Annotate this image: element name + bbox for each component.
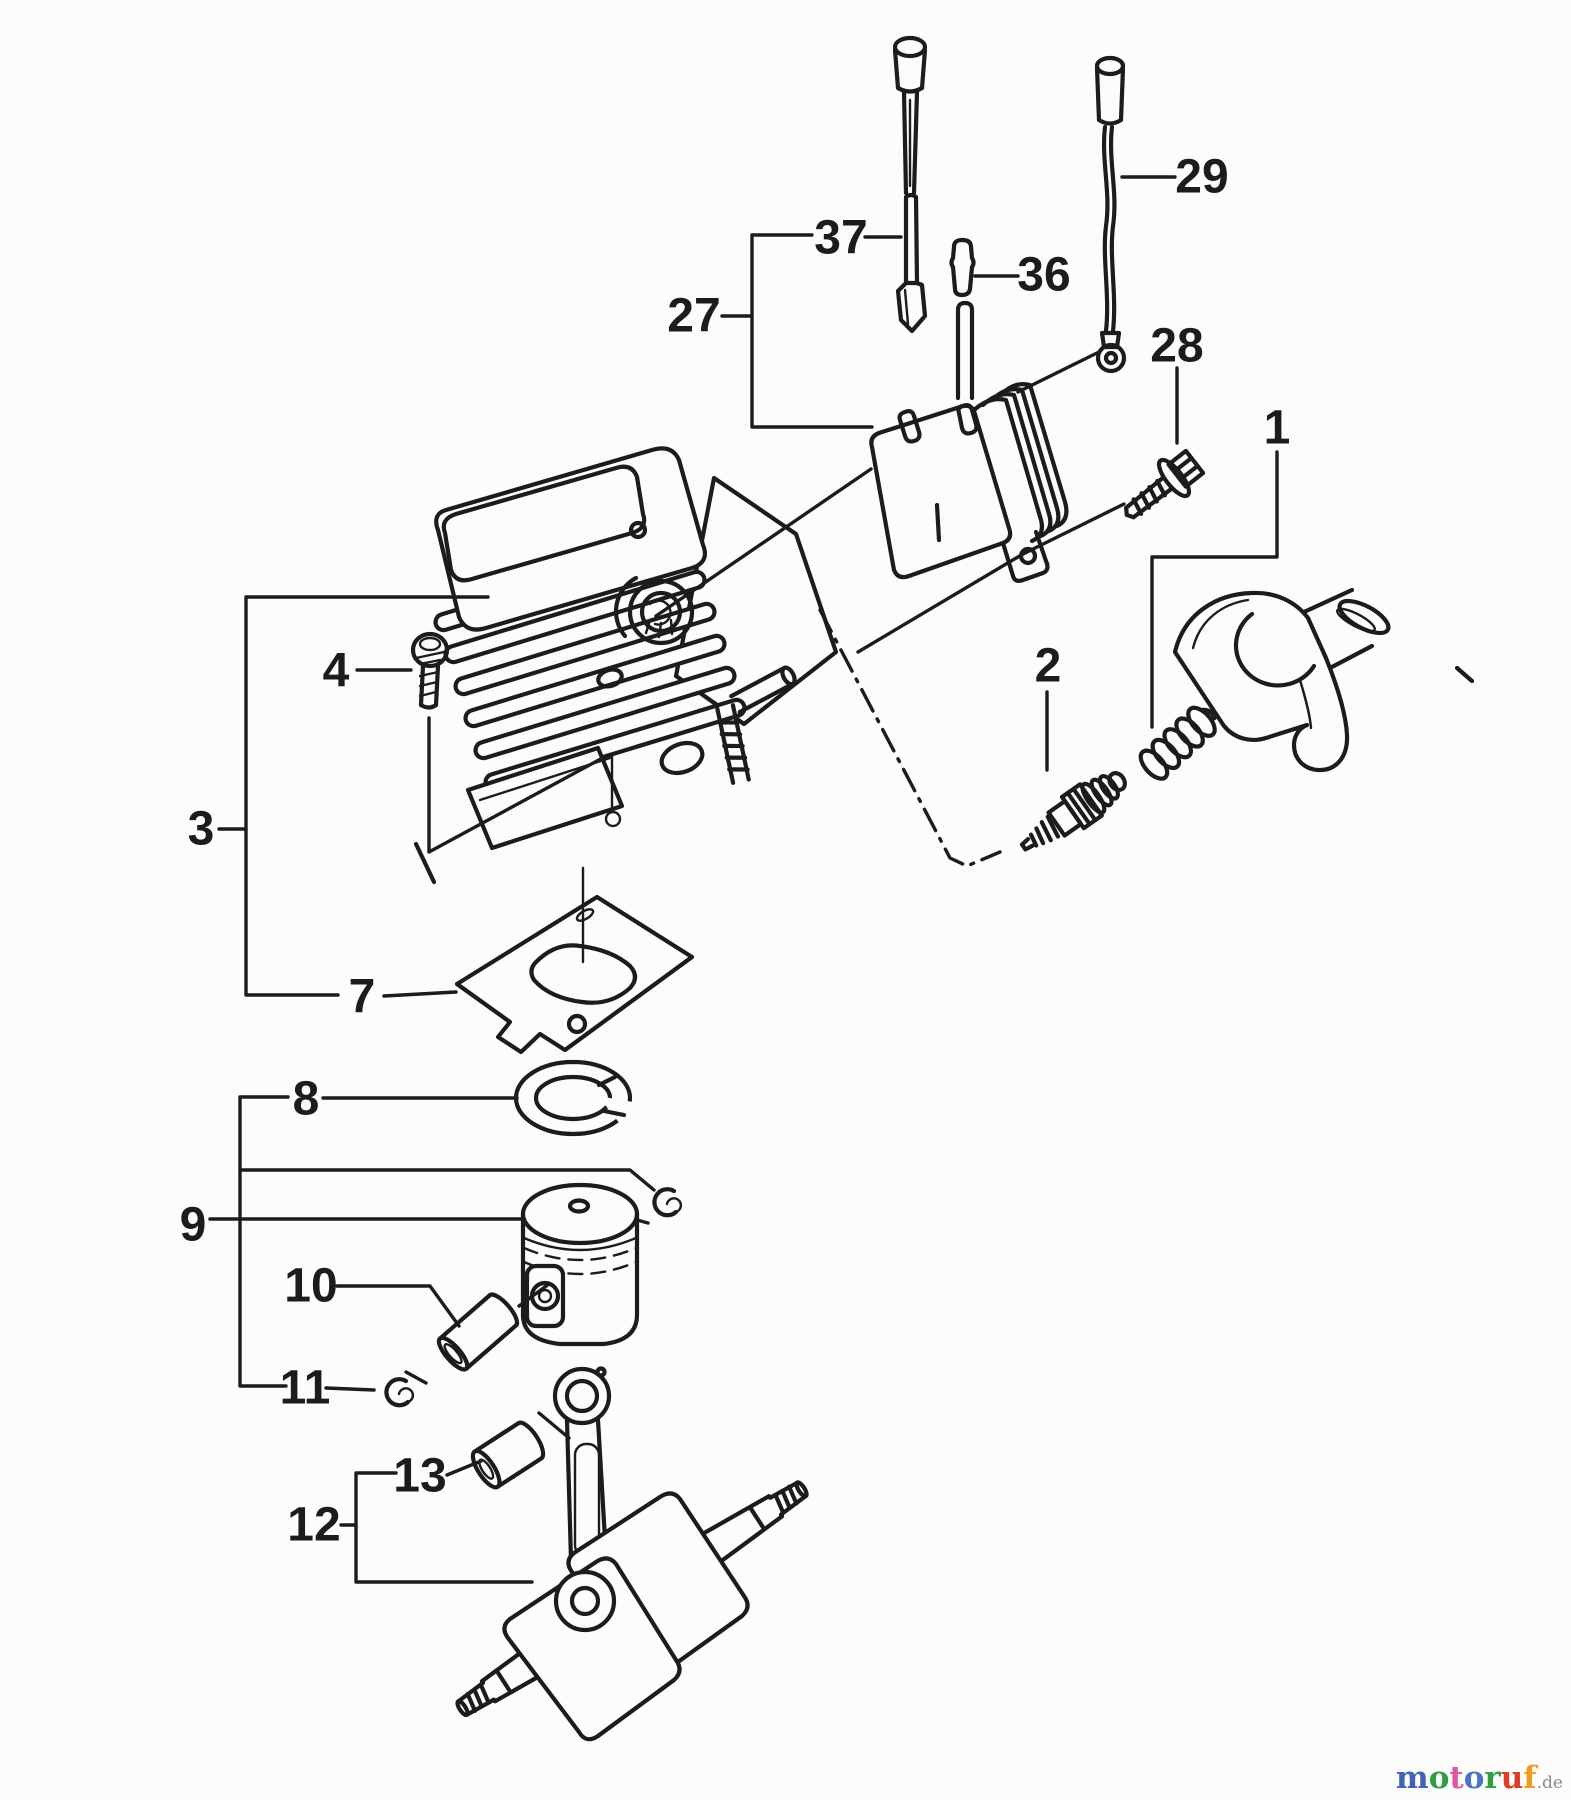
bracket-12 bbox=[339, 1471, 534, 1584]
part-screw-4 bbox=[410, 631, 450, 710]
part-stop-switch-wire-29 bbox=[1094, 55, 1127, 374]
part-needle-bearing-13 bbox=[470, 1420, 546, 1490]
bracket-3 bbox=[217, 595, 490, 997]
part-terminal-37 bbox=[895, 192, 928, 334]
leader-13 bbox=[445, 1459, 483, 1477]
part-plug-cap-spring bbox=[1138, 705, 1217, 781]
callout-12: 12 bbox=[287, 1499, 340, 1552]
callout-37: 37 bbox=[814, 212, 867, 265]
callout-28: 28 bbox=[1150, 320, 1203, 373]
callout-27: 27 bbox=[667, 290, 720, 343]
part-bolt-28 bbox=[1124, 448, 1206, 520]
part-ignition-coil bbox=[869, 382, 1069, 583]
tick-mark bbox=[1454, 665, 1475, 684]
part-spark-plug-2 bbox=[1019, 771, 1127, 852]
bracket-9 bbox=[238, 1095, 656, 1388]
part-piston-ring-8 bbox=[513, 1059, 668, 1144]
leader-bolt-axis bbox=[1019, 502, 1126, 557]
part-crankshaft-12 bbox=[455, 1366, 809, 1742]
watermark-letter: m bbox=[1395, 1760, 1429, 1796]
part-coil-pin bbox=[955, 300, 975, 401]
watermark-letter: o bbox=[1428, 1760, 1450, 1796]
part-cylinder bbox=[413, 446, 839, 885]
leader-11 bbox=[324, 1386, 376, 1392]
leader-10 bbox=[335, 1284, 461, 1328]
watermark-letter: o bbox=[1463, 1760, 1485, 1796]
leader-eyelet-to-coil bbox=[1016, 350, 1101, 394]
watermark-motoruf: motoruf.de bbox=[1396, 1763, 1563, 1794]
callout-7: 7 bbox=[349, 971, 376, 1024]
callout-8: 8 bbox=[293, 1073, 320, 1126]
leader-plug-axis bbox=[818, 608, 1002, 868]
callout-36: 36 bbox=[1017, 249, 1070, 302]
watermark-letter: t bbox=[1449, 1760, 1464, 1796]
watermark-letter: f bbox=[1523, 1760, 1537, 1796]
leader-pin-to-piston bbox=[517, 1282, 551, 1308]
callout-9: 9 bbox=[180, 1199, 207, 1252]
callout-4: 4 bbox=[323, 645, 350, 698]
callout-3: 3 bbox=[188, 803, 215, 856]
callout-11: 11 bbox=[280, 1362, 331, 1415]
watermark-suffix: .de bbox=[1536, 1773, 1563, 1793]
leader-bearing-to-rod bbox=[537, 1411, 571, 1440]
callout-13: 13 bbox=[393, 1450, 446, 1503]
callout-2: 2 bbox=[1035, 640, 1062, 693]
part-plug-cap-cover-1 bbox=[1172, 587, 1391, 773]
watermark-letter: r bbox=[1484, 1760, 1501, 1796]
watermark-letter: u bbox=[1500, 1760, 1524, 1796]
callout-1: 1 bbox=[1264, 402, 1291, 455]
bracket-27 bbox=[720, 233, 874, 429]
leader-7 bbox=[382, 990, 458, 998]
leader-11-pin bbox=[404, 1370, 428, 1385]
bracket-1 bbox=[1150, 450, 1279, 729]
part-cylinder-gasket-7 bbox=[454, 894, 695, 1055]
leader-screw-axis bbox=[427, 716, 610, 854]
part-pin-36 bbox=[949, 237, 976, 298]
part-high-tension-lead bbox=[892, 35, 928, 196]
leader-coil-to-plug bbox=[856, 549, 1030, 654]
callout-29: 29 bbox=[1175, 151, 1228, 204]
callout-10: 10 bbox=[284, 1260, 337, 1313]
part-wrist-pin-10 bbox=[436, 1292, 520, 1372]
part-piston-9 bbox=[520, 1182, 640, 1347]
part-circlip-11 bbox=[384, 1377, 415, 1408]
leader-boss-to-coil bbox=[654, 467, 873, 618]
part-circlip-right bbox=[652, 1187, 683, 1218]
